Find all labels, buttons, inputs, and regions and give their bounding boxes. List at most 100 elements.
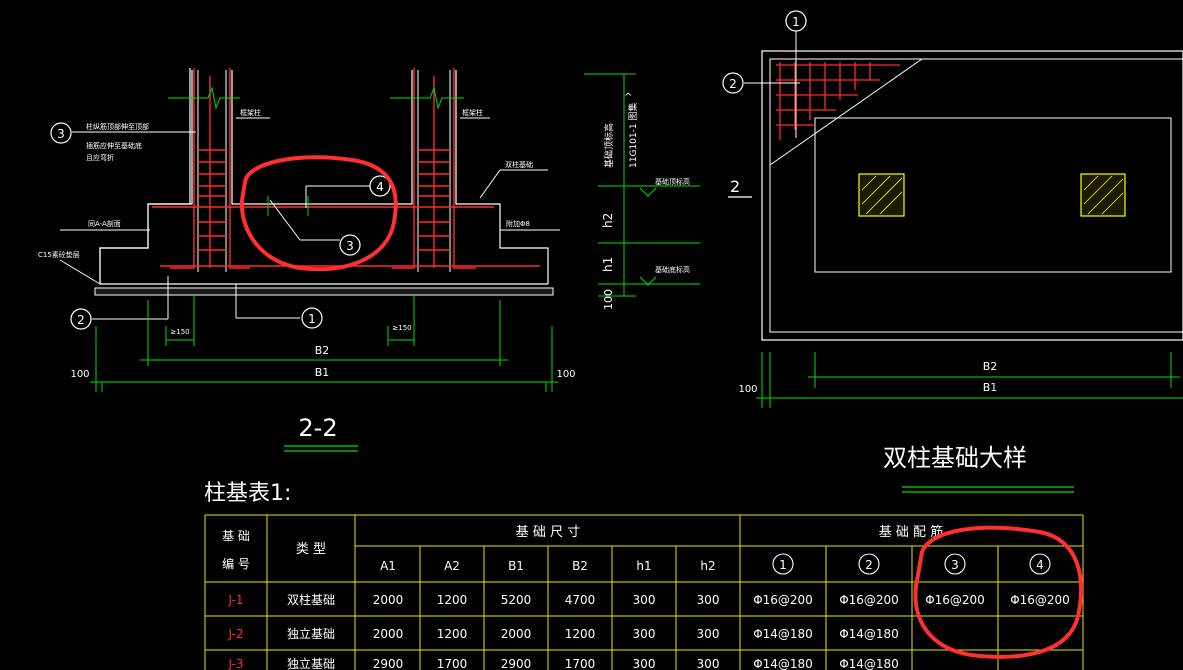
callout-circle <box>944 553 966 575</box>
break-lines <box>168 86 464 216</box>
markup-circle-table <box>913 525 1084 659</box>
table-title: 柱基表1: <box>204 481 291 506</box>
section-notes: 柱纵筋顶部伸至顶部 插筋应伸至基础底 且应弯折 框架柱 框架柱 双柱基础 同A-… <box>38 108 533 259</box>
row-h1: 300 <box>633 627 656 641</box>
note-beam: 双柱基础 <box>505 160 533 169</box>
plan-callout-1: 1 <box>792 15 800 29</box>
cushion-layer <box>94 287 554 296</box>
callout-circle <box>785 10 807 32</box>
note-cushion: C15素砼垫层 <box>38 250 80 259</box>
row-a1: 2000 <box>373 627 404 641</box>
footing-outline-mid <box>231 70 413 205</box>
row-h2: 300 <box>697 627 720 641</box>
table-row: J-1 双柱基础 2000 1200 5200 4700 300 300 Φ16… <box>227 592 1069 607</box>
elev-ref-note: 11G101-1 图集 <box>627 103 639 168</box>
callout-circle <box>858 553 880 575</box>
header-size-group: 基 础 尺 寸 <box>516 525 580 540</box>
section-dimensions <box>90 296 558 392</box>
plan-column-left <box>858 173 905 217</box>
row-a1: 2000 <box>373 593 404 607</box>
plan-callout-2: 2 <box>729 77 737 91</box>
row-a1: 2900 <box>373 657 404 670</box>
note-column-right: 框架柱 <box>462 108 483 117</box>
row-rebar-2: Φ16@200 <box>839 593 899 607</box>
callout-2: 2 <box>77 313 85 327</box>
row-rebar-2: Φ14@180 <box>839 627 899 641</box>
callout-circle <box>1029 553 1051 575</box>
header-rebar-3: 3 <box>951 558 959 572</box>
foundation-table: 柱基表1: 基 础 编 号 类 型 基 础 尺 寸 基 础 配 筋 <box>204 481 1084 670</box>
rebar-group <box>152 68 540 269</box>
table-grid <box>204 514 1084 670</box>
callout-circle <box>50 122 72 144</box>
header-a2: A2 <box>444 559 460 573</box>
callout-circle <box>722 72 744 94</box>
footing-outline-left <box>99 70 193 284</box>
elev-h1: h1 <box>601 257 615 272</box>
note-column-left: 框架柱 <box>240 108 261 117</box>
callout-circle <box>339 234 361 256</box>
callout-1: 1 <box>308 312 316 326</box>
row-h1: 300 <box>633 593 656 607</box>
dim-offset-left: 100 <box>70 369 89 380</box>
row-h2: 300 <box>697 657 720 670</box>
row-type: 独立基础 <box>287 626 335 641</box>
header-rebar-1: 1 <box>779 558 787 572</box>
row-id: J-2 <box>227 627 243 641</box>
plan-outer <box>761 50 1183 341</box>
header-rebar-2: 2 <box>865 558 873 572</box>
caret-mark: ^ <box>624 92 632 103</box>
dim-offset-right: 100 <box>556 369 575 380</box>
elevation-strip: 基础顶标高 11G101-1 图集 h2 h1 100 基础顶标高 基础底标高 … <box>584 73 700 310</box>
plan-title: 双柱基础大样 <box>883 444 1027 472</box>
callout-4: 4 <box>376 180 384 194</box>
note-bar: 附加Φ8 <box>506 219 530 228</box>
table-row: J-2 独立基础 2000 1200 2000 1200 300 300 Φ14… <box>227 626 898 641</box>
row-h2: 300 <box>697 593 720 607</box>
elev-h2: h2 <box>601 213 615 228</box>
row-b2: 4700 <box>565 593 596 607</box>
row-rebar-4: Φ16@200 <box>1010 593 1070 607</box>
dim-w150-right: ≥150 <box>392 324 411 332</box>
plan-view: 1 2 2 B2 B1 100 双柱基础大样 <box>722 10 1183 493</box>
section-title: 2-2 <box>298 414 337 442</box>
plan-section-mark: 2 <box>730 177 740 196</box>
row-h1: 300 <box>633 657 656 670</box>
row-rebar-2: Φ14@180 <box>839 657 899 670</box>
header-b1: B1 <box>508 559 524 573</box>
dim-b1: B1 <box>315 366 330 379</box>
plan-columns <box>858 173 1126 217</box>
elev-low-note: 基础底标高 <box>655 265 690 274</box>
header-id-line2: 编 号 <box>222 556 250 571</box>
row-rebar-1: Φ14@180 <box>753 627 813 641</box>
note-wall-bot: 且应弯折 <box>86 153 114 162</box>
row-type: 双柱基础 <box>287 592 335 607</box>
row-a2: 1200 <box>437 627 468 641</box>
header-b2: B2 <box>572 559 588 573</box>
header-rebar-4: 4 <box>1036 558 1044 572</box>
dim-b2: B2 <box>315 344 330 357</box>
dim-w150-left: ≥150 <box>170 328 189 336</box>
footing-outline <box>99 68 191 284</box>
callout-circle <box>301 307 323 329</box>
elev-h100: 100 <box>602 289 615 310</box>
row-id: J-1 <box>227 593 243 607</box>
callout-3: 3 <box>57 127 65 141</box>
table-row: J-3 独立基础 2900 1700 2900 1700 300 300 Φ14… <box>227 656 898 670</box>
plan-dim-offset: 100 <box>738 384 757 395</box>
plan-column-right <box>1080 173 1126 217</box>
header-type: 类 型 <box>296 542 326 557</box>
plan-rebar-grid <box>776 62 900 140</box>
row-b1: 2000 <box>501 627 532 641</box>
section-2-2-drawing: 3 4 3 2 1 柱纵筋顶部伸至顶部 插筋应伸至基础底 且应弯折 框架柱 框架… <box>38 68 576 452</box>
row-rebar-1: Φ16@200 <box>753 593 813 607</box>
callout-circle <box>70 308 92 330</box>
plan-inner <box>769 58 1183 333</box>
header-h2: h2 <box>700 559 715 573</box>
markup-circle-section <box>239 155 398 272</box>
row-type: 独立基础 <box>287 656 335 670</box>
elev-mid-note: 基础顶标高 <box>655 177 690 186</box>
header-h1: h1 <box>636 559 651 573</box>
callout-circle <box>772 553 794 575</box>
